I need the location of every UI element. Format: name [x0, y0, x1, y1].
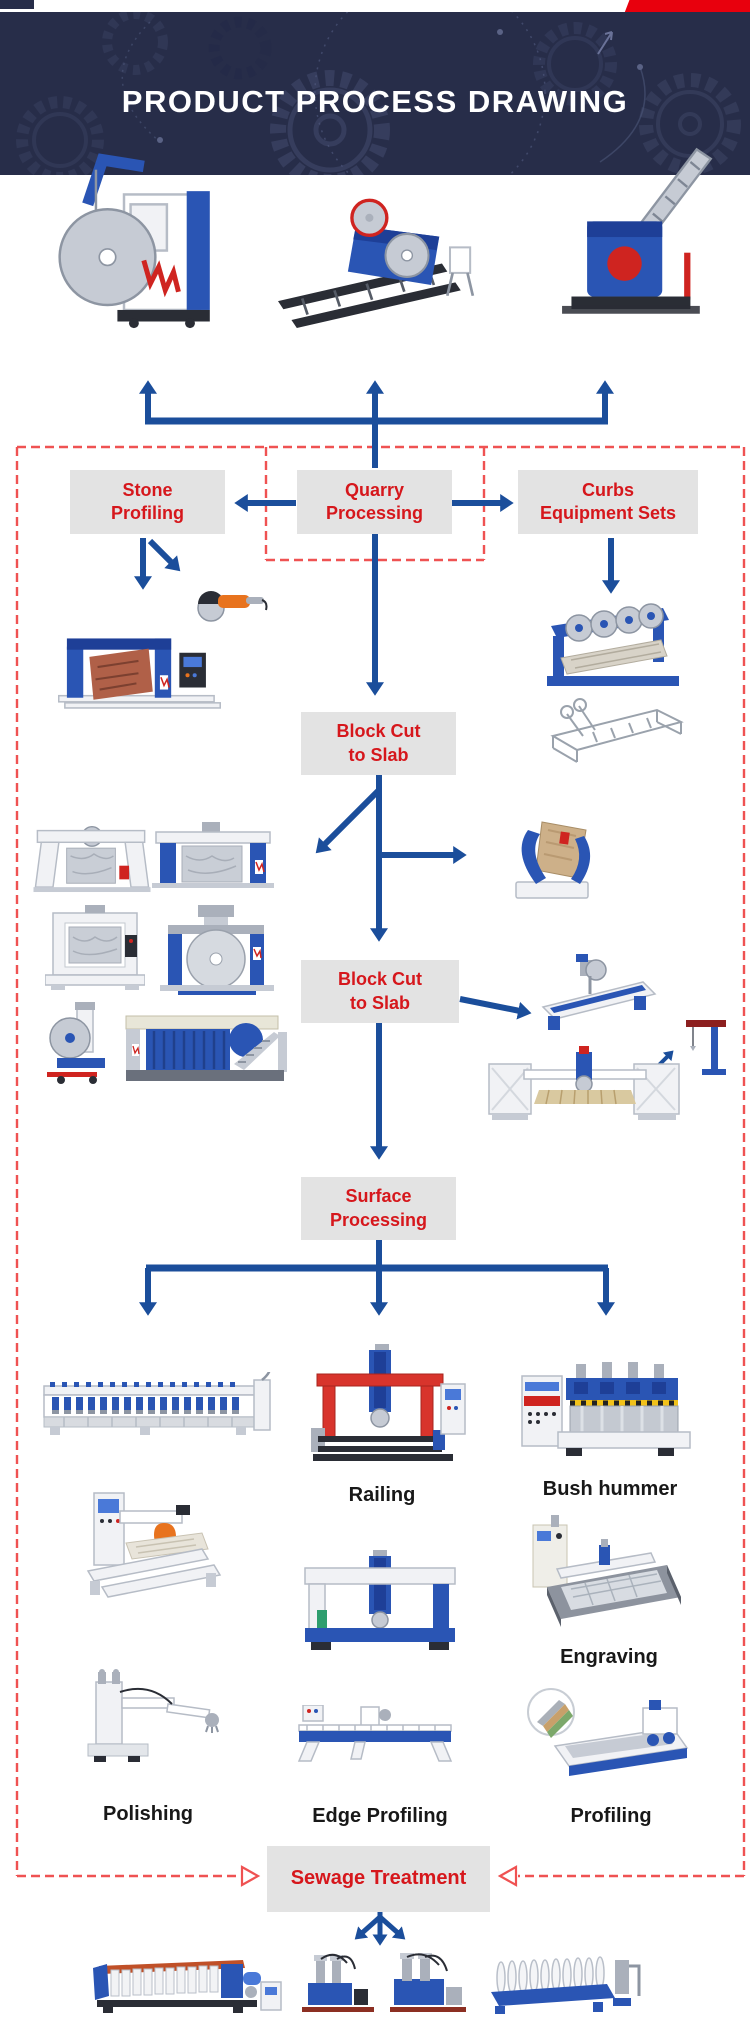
node-stone-profiling: Stone Profiling [70, 470, 225, 534]
jib-crane-image [686, 1020, 726, 1075]
quarry-chain-saw-image [562, 147, 713, 314]
node-text-line: Processing [329, 1209, 428, 1230]
curtain-block-cutter-image [125, 1015, 287, 1081]
node-block-cut-to-slab-2: Block Cut to Slab [301, 960, 459, 1023]
arm-polisher-image [87, 1669, 219, 1762]
bush-hammer-machine-image [521, 1362, 691, 1456]
disc-filter-image [491, 1956, 641, 2014]
corner-tab-decoration [0, 0, 34, 9]
page-title: PRODUCT PROCESS DRAWING [121, 84, 629, 119]
node-text-line: Curbs [581, 479, 634, 500]
label-polishing: Polishing [103, 1803, 193, 1825]
railing-machine-image [311, 1344, 466, 1461]
quarry-block-saw-image [58, 153, 210, 329]
profiling-machine-image [527, 1688, 689, 1776]
rail-edge-cutter-image [541, 954, 657, 1030]
node-text-line: to Slab [348, 744, 409, 765]
large-disc-saw-image [160, 905, 274, 995]
node-text-line: Quarry [344, 479, 405, 500]
stone-profiling-wire-saw-image [58, 638, 221, 709]
node-text-line: Block Cut [337, 969, 422, 990]
angle-grinder-image [197, 591, 268, 622]
node-text-line: Block Cut [336, 721, 421, 742]
node-text-line: Surface [345, 1186, 412, 1207]
label-bush-hummer: Bush hummer [542, 1478, 678, 1500]
quarry-wire-saw-image [278, 198, 475, 328]
node-curbs-equipment-sets: Curbs Equipment Sets [518, 470, 698, 534]
filter-press-image [93, 1960, 282, 2013]
bridge-saw-b-image [152, 822, 274, 888]
bridge-saw-a-image [33, 825, 151, 893]
node-text-line: Processing [325, 503, 424, 523]
curbs-multi-blade-cutter-image [547, 603, 679, 686]
edge-profiling-machine-image [297, 1705, 453, 1762]
node-text-line: Stone [122, 479, 173, 500]
node-block-cut-to-slab-1: Block Cut to Slab [301, 712, 456, 775]
label-edge-profiling: Edge Profiling [312, 1805, 448, 1827]
node-text-line: Equipment Sets [539, 503, 677, 523]
polishing-line-image [43, 1372, 271, 1435]
curbs-loader-line-art-image [550, 698, 684, 763]
label-engraving: Engraving [560, 1646, 658, 1668]
node-surface-processing: Surface Processing [301, 1177, 456, 1240]
frame-saw-image [45, 905, 145, 990]
bridge-saw-table-image [488, 1046, 680, 1120]
node-text-line: Profiling [111, 503, 184, 523]
node-text-line: to Slab [349, 992, 410, 1013]
tilting-machine-image [515, 821, 591, 899]
calibrating-machine-image [86, 1492, 222, 1598]
sewage-pumps-image [302, 1953, 466, 2012]
engraving-machine-image [532, 1515, 681, 1627]
label-railing: Railing [348, 1484, 416, 1506]
label-profiling: Profiling [570, 1805, 652, 1827]
gantry-polisher-image [304, 1550, 456, 1650]
node-quarry-processing: Quarry Processing [297, 470, 452, 534]
node-text-line: Sewage Treatment [290, 1867, 467, 1890]
title-banner: PRODUCT PROCESS DRAWING [0, 12, 750, 175]
small-disc-cutter-image [47, 1002, 105, 1084]
node-sewage-treatment: Sewage Treatment [267, 1846, 490, 1912]
